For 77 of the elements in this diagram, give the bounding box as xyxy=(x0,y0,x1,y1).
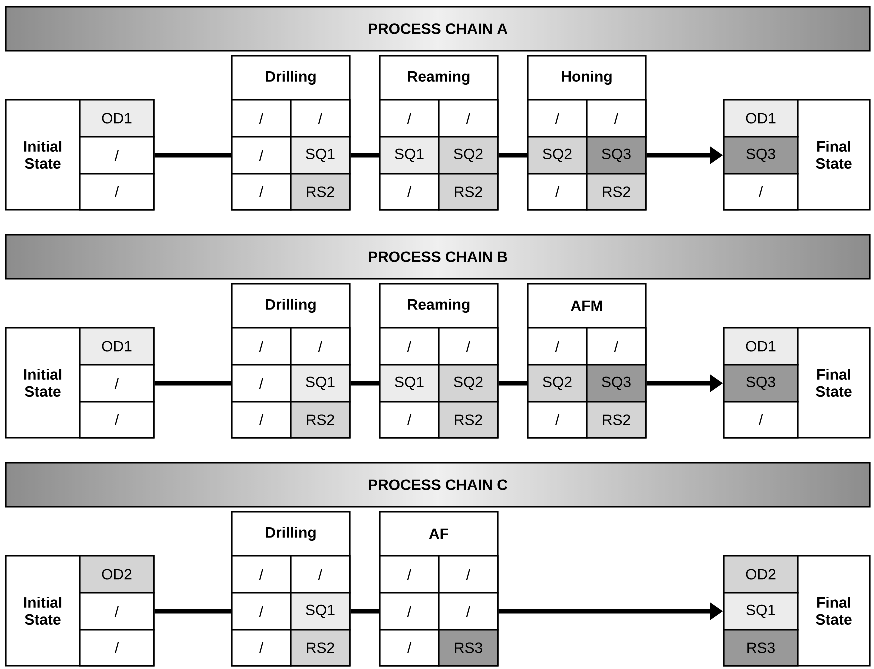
table-cell: RS2 xyxy=(586,173,647,211)
table-cell: / xyxy=(231,629,292,667)
table-cell: RS2 xyxy=(290,401,351,439)
table-cell: / xyxy=(290,555,351,594)
table-cell: RS2 xyxy=(586,401,647,439)
table-cell: / xyxy=(379,629,440,667)
table-cell: OD1 xyxy=(723,99,799,138)
connector-line xyxy=(498,153,528,158)
table-cell: / xyxy=(723,173,799,211)
table-cell: / xyxy=(379,327,440,366)
table-cell: SQ3 xyxy=(586,136,647,175)
table-cell: / xyxy=(438,99,499,138)
banner: PROCESS CHAIN C xyxy=(5,462,871,508)
table-cell: / xyxy=(231,327,292,366)
table-cell: OD1 xyxy=(79,99,155,138)
table-cell: RS3 xyxy=(723,629,799,667)
table-cell: SQ1 xyxy=(723,592,799,631)
table-cell: / xyxy=(231,401,292,439)
table-cell: RS2 xyxy=(290,173,351,211)
table-cell: / xyxy=(231,592,292,631)
table-cell: / xyxy=(231,173,292,211)
connector-line xyxy=(350,609,380,614)
table-cell: / xyxy=(438,327,499,366)
table-cell: / xyxy=(586,327,647,366)
table-cell: / xyxy=(231,136,292,175)
connector-line xyxy=(350,381,380,386)
table-cell: / xyxy=(79,136,155,175)
connector-line xyxy=(350,153,380,158)
table-cell: SQ3 xyxy=(723,364,799,403)
table-cell: SQ3 xyxy=(723,136,799,175)
table-cell: / xyxy=(379,592,440,631)
connector-line xyxy=(154,609,232,614)
table-cell: SQ1 xyxy=(379,136,440,175)
table-cell: / xyxy=(527,99,588,138)
table-cell: / xyxy=(79,364,155,403)
table-cell: / xyxy=(79,401,155,439)
table-cell: / xyxy=(586,99,647,138)
table-cell: RS2 xyxy=(438,173,499,211)
table-cell: SQ1 xyxy=(290,364,351,403)
table-cell: / xyxy=(290,99,351,138)
table-cell: / xyxy=(231,364,292,403)
table-cell: SQ1 xyxy=(290,136,351,175)
table-cell: / xyxy=(231,99,292,138)
table-cell: SQ2 xyxy=(438,136,499,175)
table-cell: SQ1 xyxy=(379,364,440,403)
table-cell: OD1 xyxy=(79,327,155,366)
table-cell: SQ1 xyxy=(290,592,351,631)
connector-line xyxy=(154,381,232,386)
table-cell: / xyxy=(379,401,440,439)
banner: PROCESS CHAIN B xyxy=(5,234,871,280)
table-cell: / xyxy=(527,327,588,366)
table-cell: / xyxy=(723,401,799,439)
table-cell: RS3 xyxy=(438,629,499,667)
table-cell: SQ2 xyxy=(527,364,588,403)
table-cell: / xyxy=(231,555,292,594)
table-cell: / xyxy=(379,99,440,138)
table-cell: / xyxy=(438,555,499,594)
table-cell: SQ2 xyxy=(438,364,499,403)
table-cell: / xyxy=(438,592,499,631)
table-cell: / xyxy=(79,173,155,211)
table-cell: SQ3 xyxy=(586,364,647,403)
table-cell: / xyxy=(290,327,351,366)
table-cell: / xyxy=(79,592,155,631)
table-cell: / xyxy=(79,629,155,667)
connector-line xyxy=(498,381,528,386)
connector-line xyxy=(154,153,232,158)
table-cell: / xyxy=(379,555,440,594)
table-cell: OD2 xyxy=(79,555,155,594)
banner: PROCESS CHAIN A xyxy=(5,6,871,52)
table-cell: RS2 xyxy=(290,629,351,667)
table-cell: / xyxy=(527,401,588,439)
table-cell: SQ2 xyxy=(527,136,588,175)
table-cell: OD1 xyxy=(723,327,799,366)
table-cell: OD2 xyxy=(723,555,799,594)
table-cell: / xyxy=(527,173,588,211)
table-cell: RS2 xyxy=(438,401,499,439)
table-cell: / xyxy=(379,173,440,211)
